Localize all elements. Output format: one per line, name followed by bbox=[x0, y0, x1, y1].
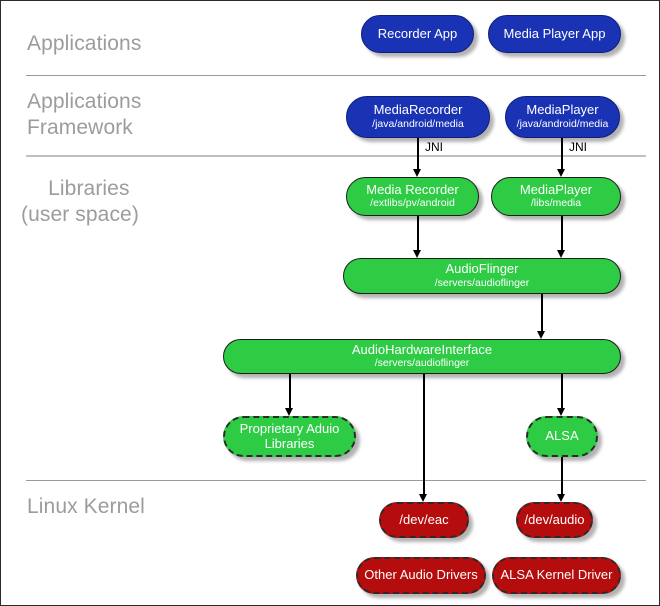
node-other-audio-drivers-title: Other Audio Drivers bbox=[364, 567, 478, 583]
layer-label-libraries: Libraries (user space) bbox=[21, 177, 139, 226]
node-audioflinger-title: AudioFlinger bbox=[445, 261, 519, 277]
node-other-audio-drivers[interactable]: Other Audio Drivers bbox=[356, 557, 486, 594]
node-audioflinger[interactable]: AudioFlinger /servers/audioflinger bbox=[343, 258, 621, 294]
layer-label-applications: Applications bbox=[27, 32, 142, 55]
node-dev-eac-title: /dev/eac bbox=[399, 511, 449, 527]
node-alsa-kernel-driver-title: ALSA Kernel Driver bbox=[500, 567, 613, 583]
connector-mediaplayer-lib-to-audioflinger bbox=[561, 216, 563, 251]
node-media-recorder-lib-title: Media Recorder bbox=[366, 181, 459, 197]
arrowhead-mediaplayer-lib bbox=[557, 169, 565, 177]
arrowhead-alsa bbox=[557, 408, 565, 416]
node-alsa[interactable]: ALSA bbox=[526, 416, 598, 457]
node-proprietary-audio-libs-subtitle: Libraries bbox=[264, 435, 315, 451]
edge-label-jni-recorder: JNI bbox=[425, 140, 443, 154]
node-media-recorder-lib-path: /extlibs/pv/android bbox=[370, 197, 455, 210]
arrowhead-dev-eac bbox=[419, 494, 427, 502]
node-mediarecorder-framework-path: /java/android/media bbox=[372, 117, 464, 130]
connector-audioflinger-to-audiohardwareinterface bbox=[541, 294, 543, 332]
node-proprietary-audio-libs-title: Proprietary Aduio bbox=[239, 420, 340, 436]
node-mediaplayer-framework-title: MediaPlayer bbox=[526, 102, 599, 118]
arrowhead-dev-audio bbox=[557, 494, 565, 502]
node-media-player-app-title: Media Player App bbox=[503, 25, 606, 41]
node-mediaplayer-framework[interactable]: MediaPlayer /java/android/media bbox=[505, 96, 620, 138]
layer-label-applications-framework: Applications Framework bbox=[27, 90, 142, 139]
node-mediaplayer-framework-path: /java/android/media bbox=[516, 117, 609, 130]
divider-libraries bbox=[26, 480, 646, 481]
node-recorder-app-title: Recorder App bbox=[377, 25, 458, 41]
node-mediarecorder-framework[interactable]: MediaRecorder /java/android/media bbox=[346, 96, 490, 138]
node-dev-audio-title: /dev/audio bbox=[524, 511, 585, 527]
node-dev-audio[interactable]: /dev/audio bbox=[516, 502, 593, 538]
node-audiohardwareinterface[interactable]: AudioHardwareInterface /servers/audiofli… bbox=[223, 339, 621, 374]
connector-ahi-to-alsa bbox=[561, 374, 563, 409]
node-audiohardwareinterface-path: /servers/audioflinger bbox=[374, 357, 470, 370]
layer-label-linux-kernel: Linux Kernel bbox=[27, 495, 145, 518]
connector-mediaplayer-to-mediaplayer-lib bbox=[561, 138, 563, 170]
connector-media-recorder-lib-to-audioflinger bbox=[417, 216, 419, 251]
node-alsa-title: ALSA bbox=[545, 428, 579, 444]
node-dev-eac[interactable]: /dev/eac bbox=[379, 502, 469, 538]
connector-alsa-to-dev-audio bbox=[561, 457, 563, 495]
arrowhead-audioflinger-left bbox=[413, 250, 421, 258]
divider-applications-framework bbox=[26, 155, 646, 157]
edge-label-jni-player: JNI bbox=[569, 140, 587, 154]
node-recorder-app[interactable]: Recorder App bbox=[361, 15, 474, 53]
connector-mediarecorder-to-media-recorder-lib bbox=[417, 138, 419, 170]
arrowhead-audioflinger-right bbox=[557, 250, 565, 258]
arrowhead-audiohardwareinterface bbox=[537, 331, 545, 339]
arrowhead-proprietary-audio-libs bbox=[285, 408, 293, 416]
node-audiohardwareinterface-title: AudioHardwareInterface bbox=[351, 341, 493, 357]
node-audioflinger-path: /servers/audioflinger bbox=[434, 276, 530, 289]
node-mediarecorder-framework-title: MediaRecorder bbox=[373, 102, 463, 118]
connector-ahi-to-proprietary-audio-libs bbox=[289, 374, 291, 409]
arrowhead-media-recorder-lib bbox=[413, 169, 421, 177]
node-mediaplayer-lib[interactable]: MediaPlayer /libs/media bbox=[491, 177, 621, 216]
node-proprietary-audio-libs[interactable]: Proprietary Aduio Libraries bbox=[223, 416, 356, 457]
node-media-player-app[interactable]: Media Player App bbox=[488, 15, 621, 53]
divider-applications bbox=[26, 75, 646, 76]
node-mediaplayer-lib-title: MediaPlayer bbox=[519, 181, 593, 197]
connector-ahi-to-dev-eac bbox=[423, 374, 425, 495]
node-media-recorder-lib[interactable]: Media Recorder /extlibs/pv/android bbox=[346, 177, 479, 216]
node-mediaplayer-lib-path: /libs/media bbox=[530, 197, 582, 210]
node-alsa-kernel-driver[interactable]: ALSA Kernel Driver bbox=[492, 557, 621, 594]
